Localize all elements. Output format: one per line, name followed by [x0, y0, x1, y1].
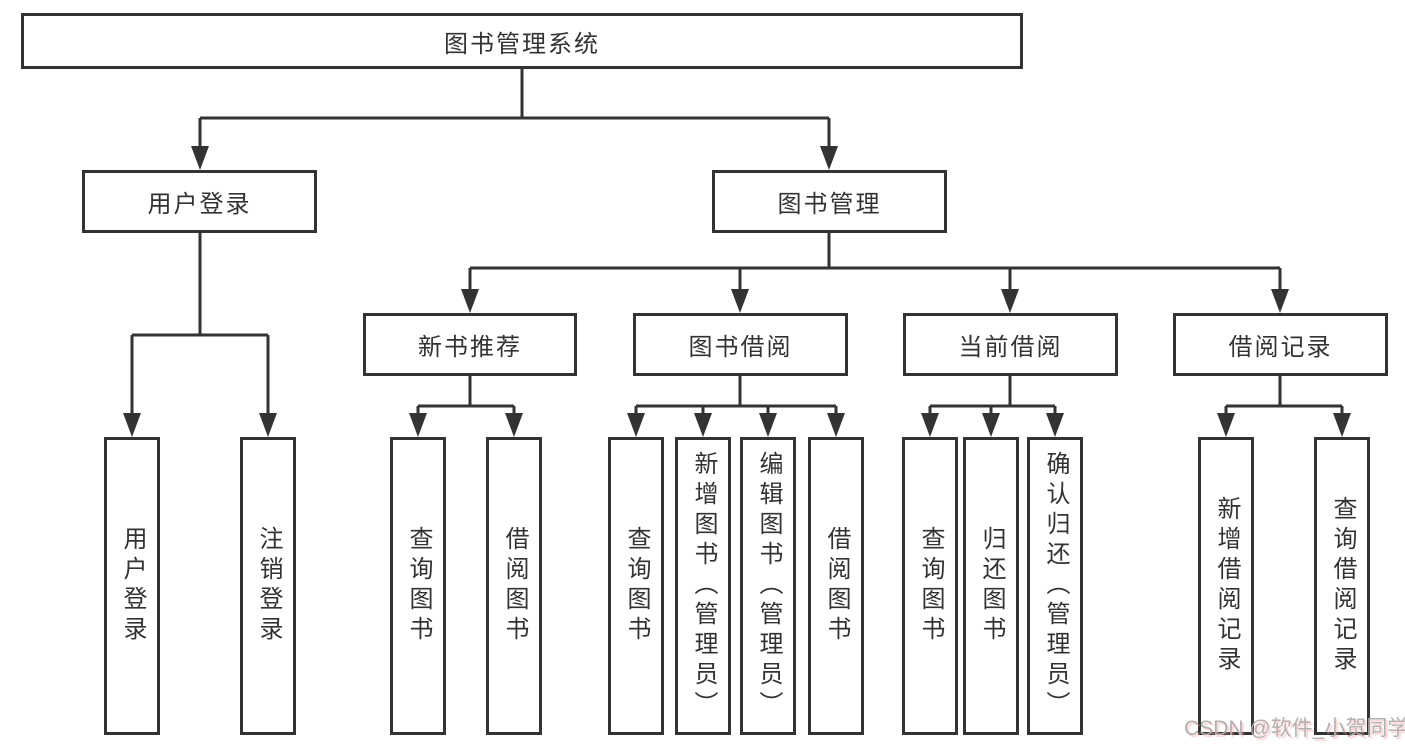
- leaf-query-books-borrow: 查询图书: [608, 437, 664, 735]
- node-user-login: 用户登录: [82, 170, 317, 233]
- leaf-edit-book-admin: 编辑图书（管理员）: [740, 437, 796, 735]
- node-book-borrow: 图书借阅: [633, 313, 848, 376]
- leaf-query-books-current: 查询图书: [902, 437, 958, 735]
- node-library-management-system: 图书管理系统: [21, 13, 1023, 69]
- leaf-confirm-return-admin: 确认归还（管理员）: [1027, 437, 1083, 735]
- leaf-add-book-admin: 新增图书（管理员）: [675, 437, 731, 735]
- leaf-logout: 注销登录: [240, 437, 296, 735]
- leaf-borrow-books-recommend: 借阅图书: [486, 437, 542, 735]
- leaf-add-borrow-record: 新增借阅记录: [1198, 437, 1254, 735]
- leaf-borrow-books: 借阅图书: [808, 437, 864, 735]
- leaf-return-book: 归还图书: [963, 437, 1019, 735]
- node-book-management: 图书管理: [712, 170, 947, 233]
- leaf-query-borrow-record: 查询借阅记录: [1314, 437, 1370, 735]
- node-borrow-records: 借阅记录: [1173, 313, 1388, 376]
- leaf-user-login: 用户登录: [104, 437, 160, 735]
- node-current-borrow: 当前借阅: [903, 313, 1118, 376]
- node-new-book-recommend: 新书推荐: [363, 313, 577, 376]
- csdn-watermark: CSDN @软件_小贺同学: [1184, 717, 1405, 740]
- leaf-query-books-recommend: 查询图书: [390, 437, 446, 735]
